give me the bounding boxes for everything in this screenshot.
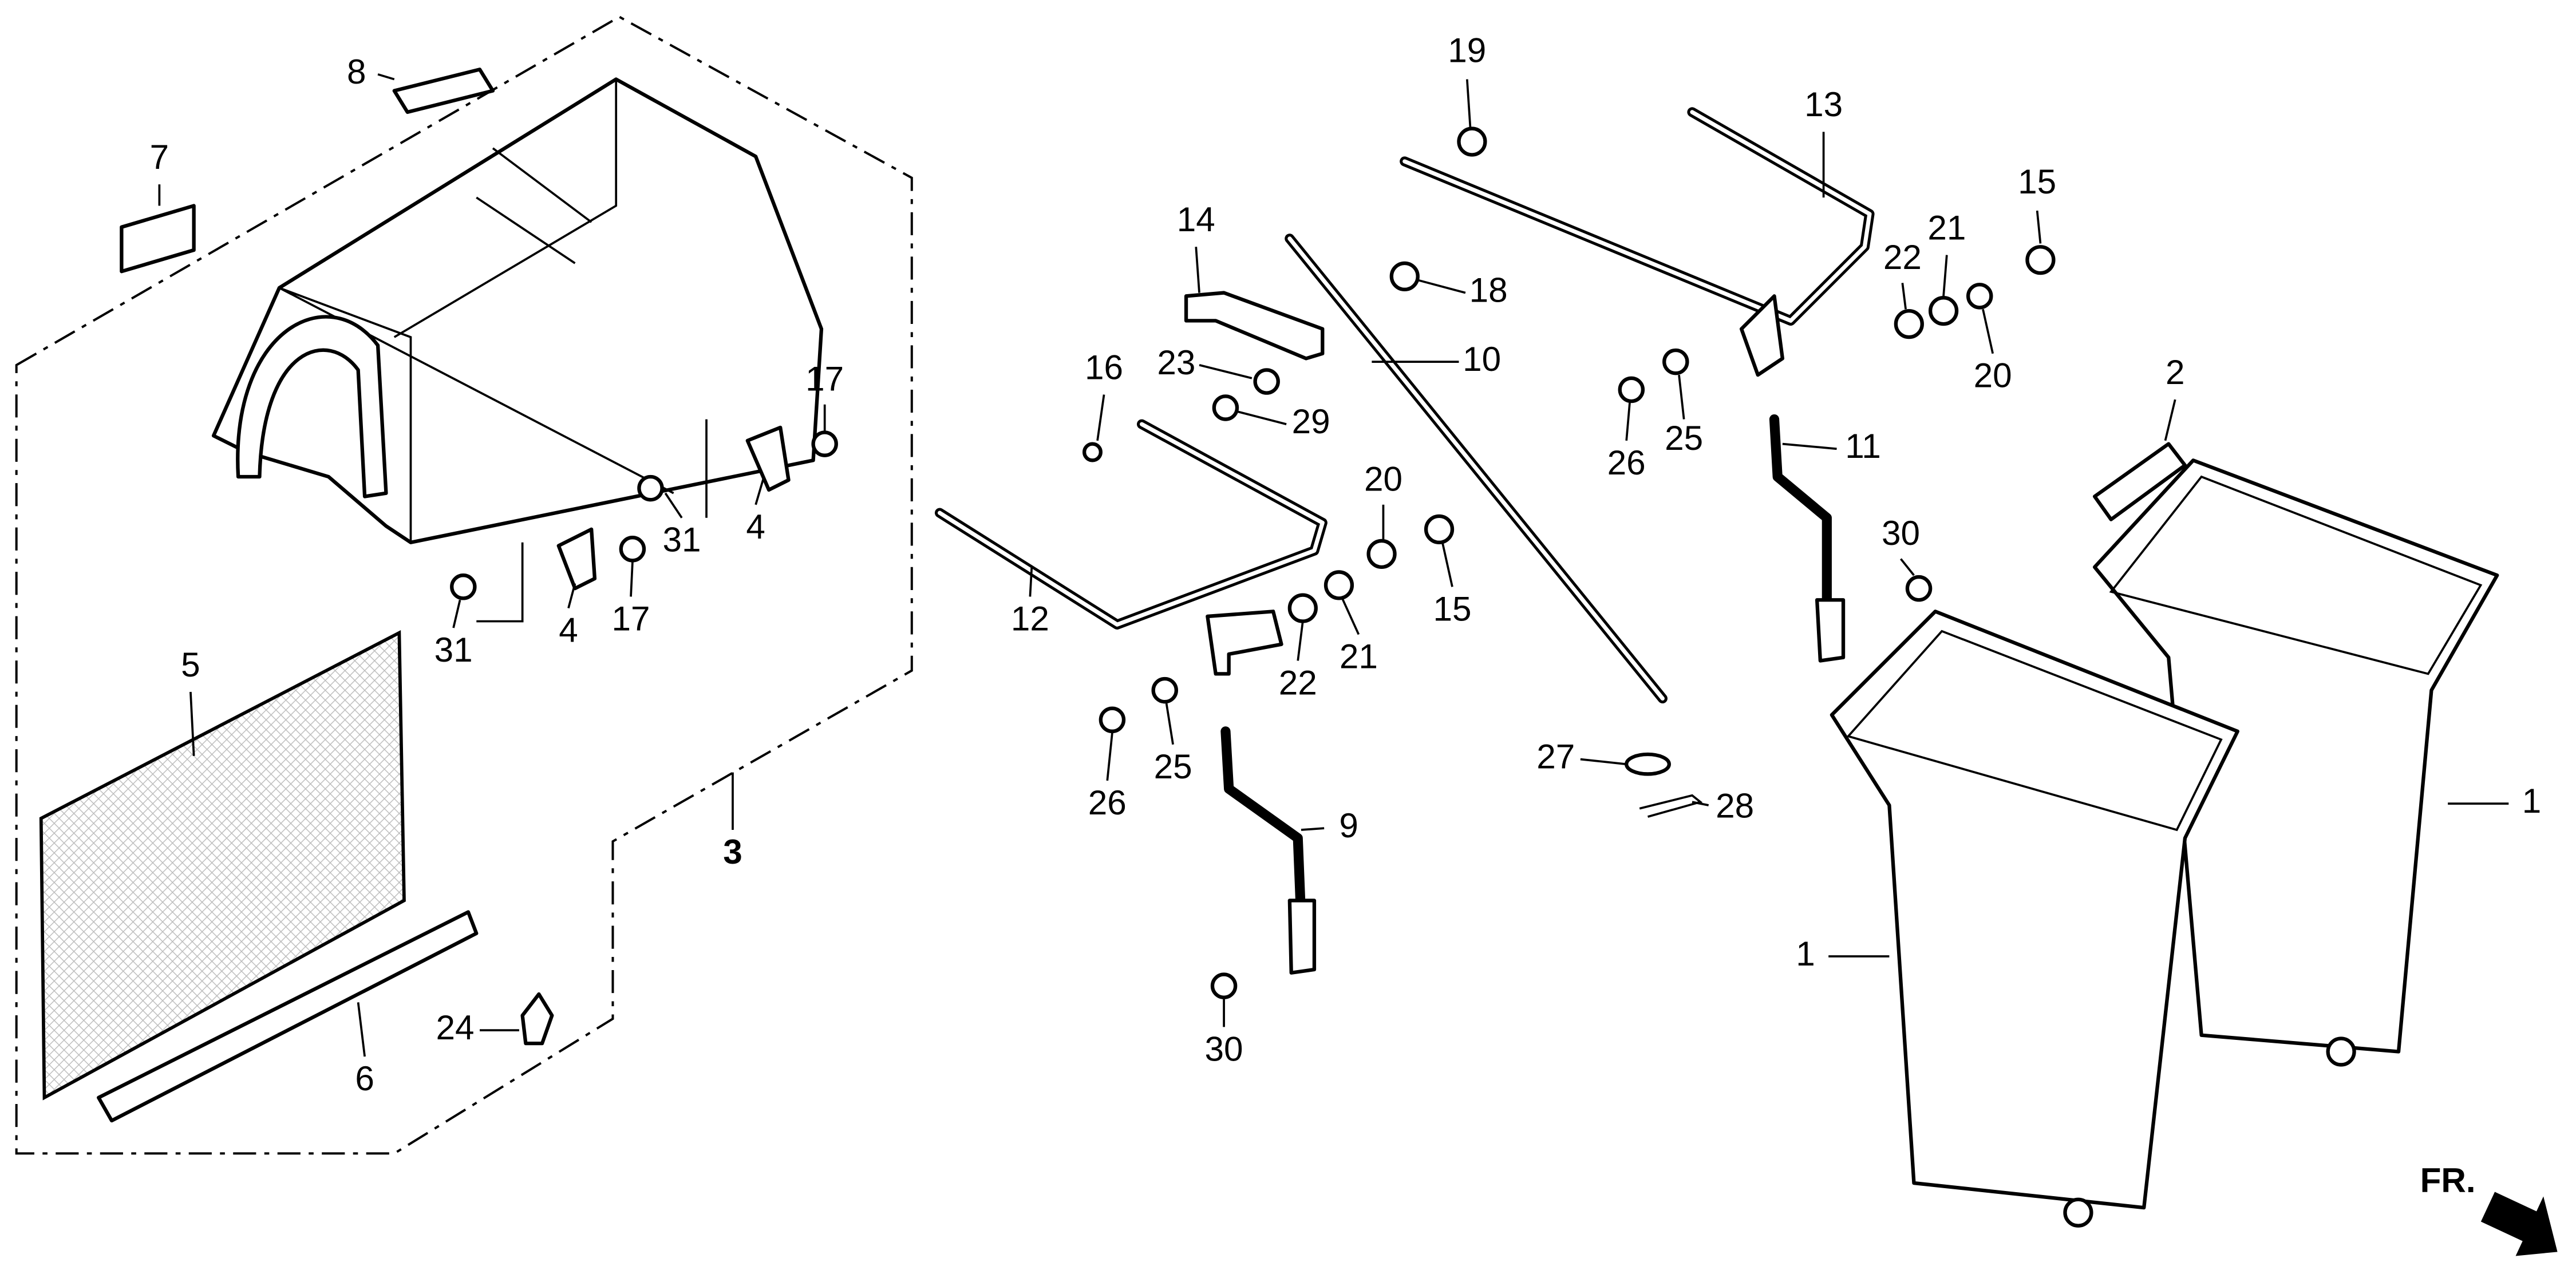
washer-21-right bbox=[1928, 296, 1959, 326]
lever-9-plate bbox=[1287, 899, 1317, 975]
callout-31: 31 bbox=[434, 630, 473, 669]
handle-grip-2 bbox=[2092, 442, 2187, 521]
label-sticker-7 bbox=[120, 204, 196, 274]
leader-lines bbox=[158, 73, 2509, 1057]
callout-13: 13 bbox=[1804, 85, 1843, 124]
callout-12: 12 bbox=[1011, 599, 1049, 638]
callout-11: 11 bbox=[1845, 426, 1881, 465]
bolt-31-lower bbox=[450, 573, 477, 600]
lever-9 bbox=[1220, 726, 1306, 925]
nut-26-left bbox=[1099, 706, 1126, 734]
callout-26: 26 bbox=[1088, 783, 1127, 822]
callout-7: 7 bbox=[150, 137, 169, 176]
grass-bag-1-front bbox=[1830, 610, 2239, 1228]
callout-19: 19 bbox=[1448, 30, 1486, 69]
bolt-30-left bbox=[1210, 972, 1238, 999]
washer-22-right bbox=[1894, 308, 1924, 339]
callout-1: 1 bbox=[1796, 934, 1815, 973]
callout-16: 16 bbox=[1085, 347, 1123, 386]
callout-14: 14 bbox=[1177, 200, 1215, 239]
front-direction-arrow: FR. bbox=[2420, 1161, 2558, 1256]
pin-18 bbox=[1389, 261, 1420, 291]
callout-9: 9 bbox=[1339, 806, 1358, 845]
bolt-15-right bbox=[2025, 245, 2056, 275]
group-3-outline bbox=[15, 15, 913, 1155]
callout-17: 17 bbox=[612, 599, 650, 638]
callout-18: 18 bbox=[1469, 271, 1508, 310]
lever-11-plate bbox=[1815, 598, 1846, 663]
callout-4: 4 bbox=[559, 611, 578, 650]
frame-12-arm bbox=[1206, 610, 1283, 676]
washer-21-left bbox=[1323, 570, 1354, 600]
callout-1: 1 bbox=[2522, 781, 2542, 820]
washer-23 bbox=[1253, 368, 1280, 395]
callout-15: 15 bbox=[2018, 162, 2056, 201]
callout-31: 31 bbox=[662, 520, 701, 559]
callout-6: 6 bbox=[355, 1059, 374, 1098]
callout-25: 25 bbox=[1665, 418, 1703, 457]
callout-27: 27 bbox=[1536, 737, 1575, 776]
bracket-4-lower bbox=[556, 527, 597, 591]
callout-21: 21 bbox=[1340, 636, 1378, 675]
bolt-19 bbox=[1457, 126, 1487, 157]
mesh-screen-5 bbox=[39, 630, 406, 1101]
callout-28: 28 bbox=[1716, 786, 1754, 825]
callout-20: 20 bbox=[1364, 460, 1402, 498]
nut-25-right bbox=[1662, 348, 1689, 375]
callout-15: 15 bbox=[1433, 589, 1471, 628]
washer-22-left bbox=[1287, 593, 1318, 623]
callout-26: 26 bbox=[1607, 443, 1646, 482]
clip-24 bbox=[520, 992, 554, 1046]
bolt-31-upper bbox=[637, 474, 664, 502]
flange-nut-17-upper bbox=[811, 430, 838, 457]
bolt-30-right bbox=[1905, 575, 1933, 602]
bolt-16 bbox=[1082, 442, 1103, 462]
lever-11 bbox=[1769, 414, 1832, 614]
bolt-29 bbox=[1212, 394, 1239, 421]
callout-3: 3 bbox=[723, 832, 742, 871]
callout-22: 22 bbox=[1883, 238, 1922, 276]
callout-25: 25 bbox=[1154, 747, 1192, 786]
callout-22: 22 bbox=[1279, 663, 1317, 702]
callout-8: 8 bbox=[347, 52, 366, 91]
callout-labels: 8 7 19 13 15 14 18 22 21 10 20 16 23 29 … bbox=[150, 30, 2542, 1098]
frame-13-arm bbox=[1739, 294, 1784, 377]
callout-20: 20 bbox=[1974, 356, 2012, 395]
flange-nut-17-lower bbox=[619, 536, 646, 563]
bolt-15-left bbox=[1424, 514, 1455, 544]
front-arrow-label: FR. bbox=[2420, 1161, 2476, 1200]
callout-2: 2 bbox=[2166, 353, 2185, 391]
label-sticker-8 bbox=[392, 68, 495, 114]
callout-30: 30 bbox=[1882, 513, 1920, 552]
callout-23: 23 bbox=[1157, 343, 1195, 382]
washer-20-right bbox=[1966, 283, 1993, 310]
rail-6 bbox=[97, 910, 479, 1123]
callout-21: 21 bbox=[1927, 208, 1966, 247]
nut-26-right bbox=[1618, 376, 1645, 403]
callout-29: 29 bbox=[1292, 402, 1330, 441]
callout-24: 24 bbox=[436, 1008, 474, 1047]
callout-10: 10 bbox=[1463, 339, 1501, 378]
frame-12 bbox=[934, 419, 1327, 630]
callout-17: 17 bbox=[805, 359, 844, 398]
callout-5: 5 bbox=[181, 645, 200, 684]
washer-27 bbox=[1625, 752, 1671, 776]
cotter-pin-28 bbox=[1639, 794, 1703, 818]
callout-4: 4 bbox=[746, 507, 765, 546]
bracket-4-upper bbox=[745, 425, 791, 492]
grass-bag-cover bbox=[211, 77, 824, 544]
lever-14 bbox=[1184, 291, 1325, 361]
callout-30: 30 bbox=[1205, 1029, 1243, 1068]
nut-25-left bbox=[1151, 676, 1179, 704]
washer-20-left bbox=[1366, 539, 1397, 569]
